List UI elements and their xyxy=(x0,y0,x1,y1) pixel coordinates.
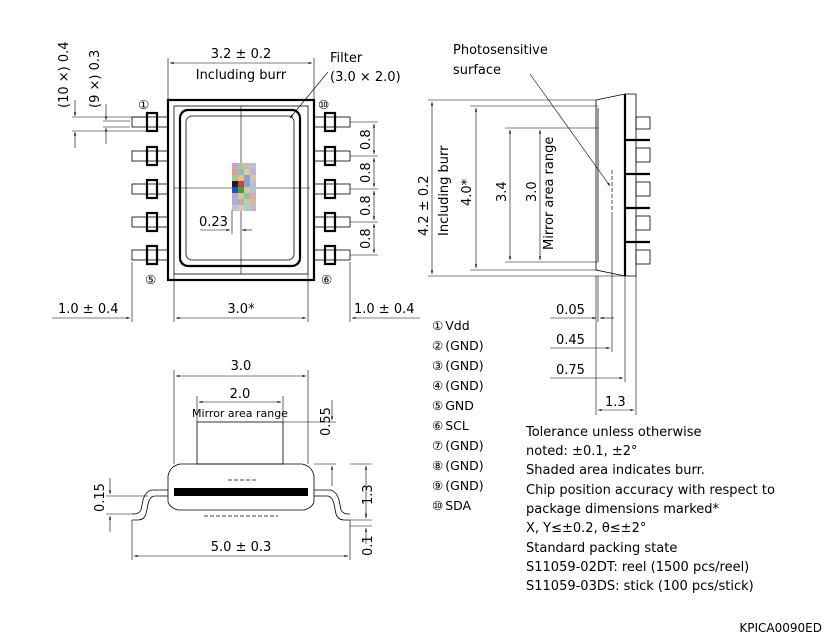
dim-055: 0.55 xyxy=(319,407,334,436)
front-band xyxy=(174,488,308,496)
right-leads xyxy=(313,111,351,266)
photo-label-1: Photosensitive xyxy=(453,43,548,58)
dim-side-34: 3.4 xyxy=(495,181,510,202)
dim-front-20: 2.0 xyxy=(230,387,251,402)
pin5-marker: ⑤ xyxy=(145,272,156,287)
photo-label-2: surface xyxy=(453,63,501,78)
note-line: Tolerance unless otherwise xyxy=(525,425,702,440)
dim-075: 0.75 xyxy=(556,363,585,378)
side-body xyxy=(595,93,637,277)
dim-package-width: 3.2 ± 0.2 xyxy=(211,47,272,62)
notes: Tolerance unless otherwise noted: ±0.1, … xyxy=(525,425,775,594)
note-line: package dimensions marked* xyxy=(526,502,720,517)
dim-side-height: 4.2 ± 0.2 xyxy=(417,175,432,236)
dim-body: 3.0* xyxy=(227,302,255,317)
pin-list-item: ⑧(GND) xyxy=(432,458,484,473)
dim-045: 0.45 xyxy=(556,333,585,348)
pin1-marker: ① xyxy=(138,97,149,112)
front-mirror-range: Mirror area range xyxy=(192,407,288,420)
dim-side-height-note: Including burr xyxy=(437,145,452,236)
dim-pitch-9: (9 ×) 0.3 xyxy=(88,50,103,108)
pin10-marker: ⑩ xyxy=(318,97,329,112)
photodiode-array xyxy=(232,163,256,211)
dim-015: 0.15 xyxy=(93,483,108,512)
note-line: Standard packing state xyxy=(526,541,677,556)
dim-side-40: 4.0* xyxy=(460,178,475,206)
pin-list-item: ③(GND) xyxy=(432,358,484,373)
front-view: 3.0 2.0 Mirror area range 0.55 1.3 0.1 0… xyxy=(93,359,376,560)
dim-front-total: 5.0 ± 0.3 xyxy=(211,540,272,555)
side-view: Photosensitive surface 4. xyxy=(417,43,651,415)
dim-right-lead: 1.0 ± 0.4 xyxy=(354,302,415,317)
pin6-marker: ⑥ xyxy=(321,272,332,287)
dim-023: 0.23 xyxy=(199,215,228,230)
top-view: ① ⑩ ⑤ ⑥ 3.2 ± 0.2 Including burr Filter … xyxy=(52,41,420,322)
dim-pitch-total: (10 ×) 0.4 xyxy=(57,41,72,108)
pin-list-item: ④(GND) xyxy=(432,378,484,393)
front-body xyxy=(167,463,315,511)
drawing-code: KPICA0090ED xyxy=(739,621,822,635)
note-line: noted: ±0.1, ±2° xyxy=(526,444,638,459)
dim-side-13: 1.3 xyxy=(605,395,626,410)
dim-005: 0.05 xyxy=(556,303,585,318)
pin-list-item: ⑨(GND) xyxy=(432,478,484,493)
side-leads xyxy=(625,116,651,265)
note-line: Shaded area indicates burr. xyxy=(526,463,705,478)
side-mirror-range: Mirror area range xyxy=(542,137,557,250)
pitch-label-3: 0.8 xyxy=(359,195,374,216)
mirror-block xyxy=(196,421,284,465)
dim-package-width-note: Including burr xyxy=(196,68,287,83)
dim-side-30: 3.0 xyxy=(525,181,540,202)
filter-label: Filter xyxy=(330,51,363,66)
pin-list-item: ⑦(GND) xyxy=(432,438,484,453)
left-leads xyxy=(131,111,169,266)
note-line: Chip position accuracy with respect to xyxy=(526,483,775,498)
filter-size: (3.0 × 2.0) xyxy=(330,70,401,85)
note-line: S11059-02DT: reel (1500 pcs/reel) xyxy=(526,560,749,575)
pitch-label-1: 0.8 xyxy=(359,129,374,150)
note-line: S11059-03DS: stick (100 pcs/stick) xyxy=(526,579,754,594)
dim-left-lead: 1.0 ± 0.4 xyxy=(58,302,119,317)
dim-01: 0.1 xyxy=(361,535,376,556)
pitch-label-4: 0.8 xyxy=(359,228,374,249)
note-line: X, Y≤±0.2, θ≤±2° xyxy=(526,521,646,536)
pin-list-item: ②(GND) xyxy=(432,338,484,353)
dim-front-30: 3.0 xyxy=(231,359,252,374)
dim-front-13: 1.3 xyxy=(361,484,376,505)
pitch-label-2: 0.8 xyxy=(359,162,374,183)
